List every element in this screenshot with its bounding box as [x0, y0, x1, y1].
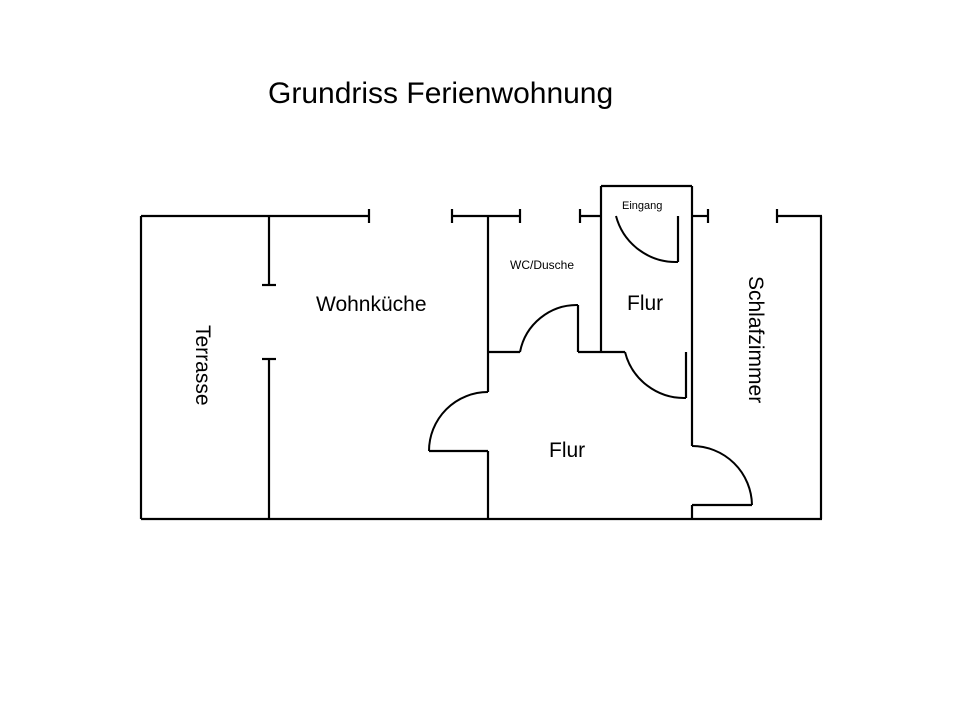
room-label-flur-oben: Flur	[627, 292, 663, 315]
door-swings	[428, 215, 753, 506]
room-label-flur-unten: Flur	[549, 439, 585, 462]
door-swing-entrance	[615, 215, 679, 264]
room-label-schlafzimmer: Schlafzimmer	[744, 276, 767, 403]
plan-title: Grundriss Ferienwohnung	[268, 77, 613, 110]
room-label-wohnkueche: Wohnküche	[316, 293, 427, 316]
walls	[139, 184, 823, 521]
door-swing-kueche	[428, 391, 489, 452]
room-label-wc-dusche: WC/Dusche	[510, 258, 574, 272]
door-swing-schlaf	[691, 445, 753, 506]
room-label-terrasse: Terrasse	[191, 325, 214, 406]
door-swing-wc	[519, 303, 579, 353]
room-label-eingang: Eingang	[622, 200, 662, 212]
door-swing-flur	[624, 351, 687, 400]
